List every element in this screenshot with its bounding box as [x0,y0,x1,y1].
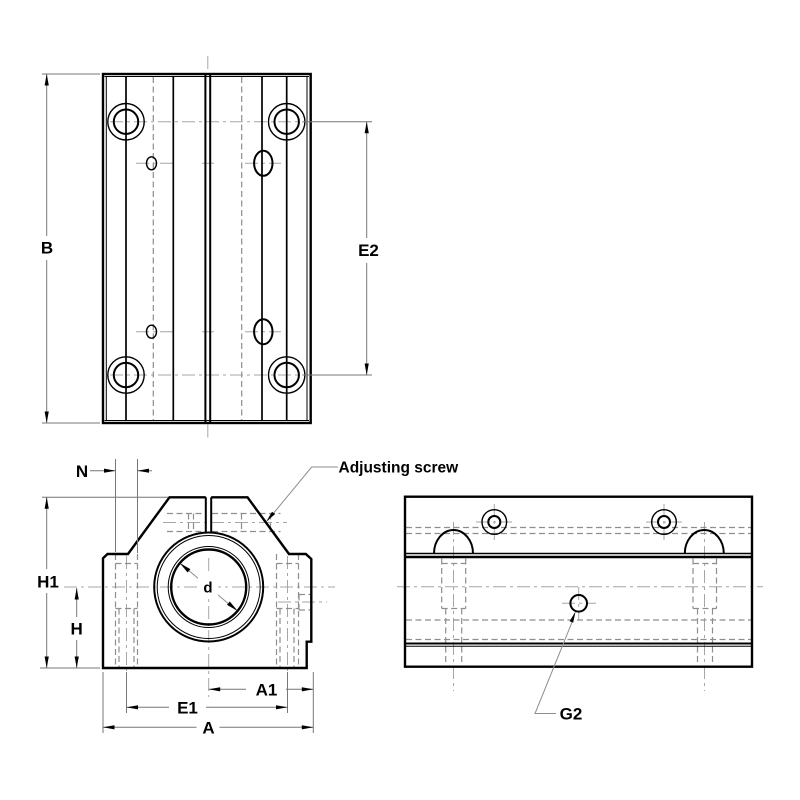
dim-label-a1: A1 [256,681,278,700]
boss-right [683,529,725,554]
adjusting-screw-holes [481,509,678,536]
front-view [64,496,335,697]
g2-leader [534,619,574,714]
dim-label-e1: E1 [177,699,198,718]
side-view [397,495,763,691]
adjusting-screw-leader [267,466,338,521]
slit-front-view [204,497,213,533]
boss-left [433,529,474,554]
bore [153,531,265,643]
dim-label-a: A [202,719,214,738]
screw-holes [145,149,274,346]
slit-top-view [204,74,212,423]
adjusting-screw-label: Adjusting screw [339,460,460,477]
dimensions: B E2 N H1 H d A1 E1 A G2 Adjusting screw [33,73,583,739]
top-view [101,56,312,441]
dim-label-h: H [71,620,83,639]
dim-label-b: B [41,239,53,258]
dim-label-n: N [76,462,88,481]
dim-label-h1: H1 [37,573,59,592]
dim-label-g2: G2 [560,705,583,724]
dim-label-d: d [203,580,212,597]
grease-hole [569,594,589,613]
dim-label-e2: E2 [358,241,379,260]
